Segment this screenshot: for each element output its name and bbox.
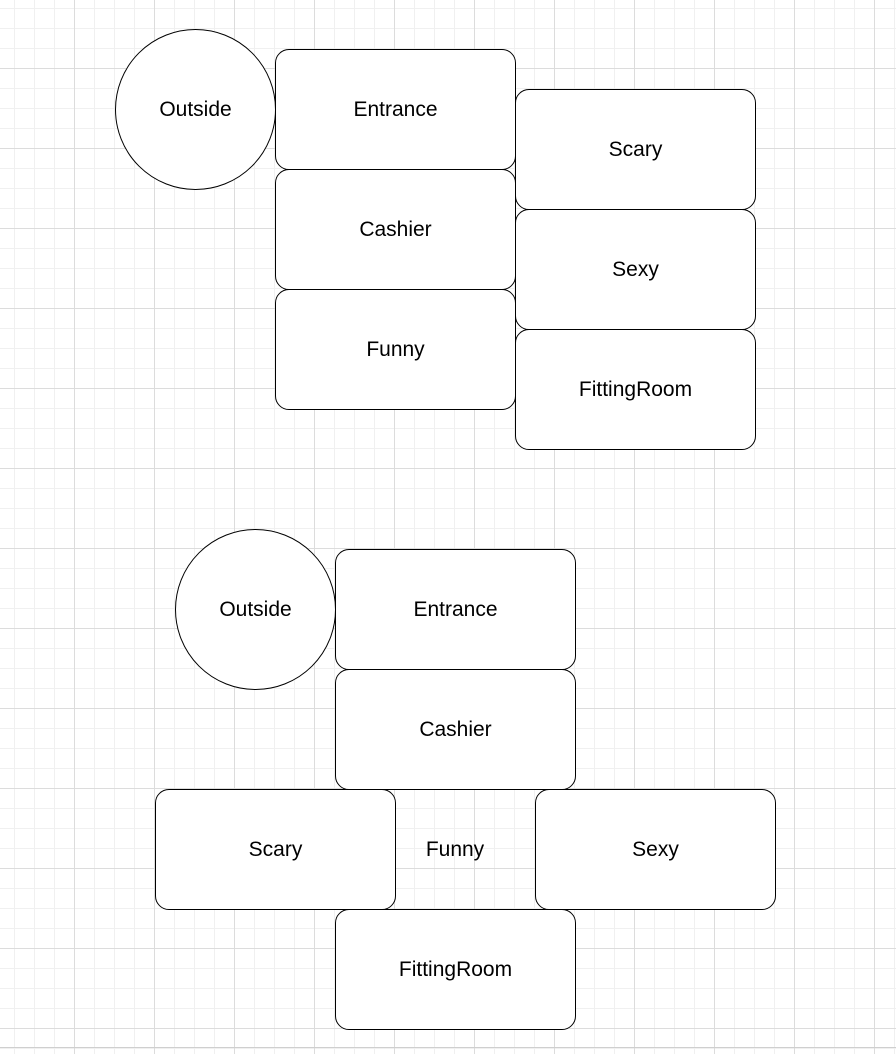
entrance-node[interactable]: Entrance bbox=[275, 49, 516, 170]
sexy-node[interactable]: Sexy bbox=[515, 209, 756, 330]
node-label: FittingRoom bbox=[578, 377, 693, 401]
fitting-room-node[interactable]: FittingRoom bbox=[335, 909, 576, 1030]
outside-node[interactable]: Outside bbox=[175, 529, 336, 690]
node-label: Funny bbox=[425, 837, 485, 861]
scary-node[interactable]: Scary bbox=[155, 789, 396, 910]
node-label: Cashier bbox=[359, 217, 432, 241]
node-label: Entrance bbox=[353, 97, 438, 121]
node-label: Scary bbox=[608, 137, 663, 161]
node-label: Cashier bbox=[419, 717, 492, 741]
cashier-node[interactable]: Cashier bbox=[275, 169, 516, 290]
node-label: Funny bbox=[366, 337, 425, 361]
scary-node[interactable]: Scary bbox=[515, 89, 756, 210]
fitting-room-node[interactable]: FittingRoom bbox=[515, 329, 756, 450]
node-label: Outside bbox=[219, 597, 292, 621]
node-label: Sexy bbox=[612, 257, 659, 281]
funny-node[interactable]: Funny bbox=[275, 289, 516, 410]
sexy-node[interactable]: Sexy bbox=[535, 789, 776, 910]
canvas-bottom-divider bbox=[0, 1047, 896, 1048]
node-label: Outside bbox=[159, 97, 232, 121]
cashier-node[interactable]: Cashier bbox=[335, 669, 576, 790]
outside-node[interactable]: Outside bbox=[115, 29, 276, 190]
node-label: Sexy bbox=[632, 837, 679, 861]
entrance-node[interactable]: Entrance bbox=[335, 549, 576, 670]
node-label: FittingRoom bbox=[398, 957, 513, 981]
node-label: Entrance bbox=[413, 597, 498, 621]
node-label: Scary bbox=[248, 837, 303, 861]
funny-node[interactable]: Funny bbox=[385, 789, 525, 910]
